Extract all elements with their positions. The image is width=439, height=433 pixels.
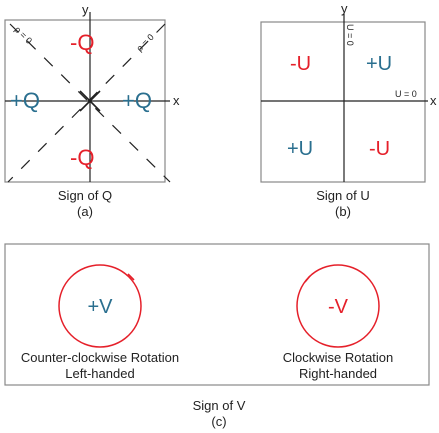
- panel-a-caption: Sign of Q: [58, 188, 112, 203]
- panel-b-frame: [260, 21, 426, 183]
- panel-b-bottom-right-sign: -U: [369, 138, 390, 160]
- left-rotation-value: +V: [87, 296, 113, 318]
- panel-b-y-label: y: [341, 1, 348, 16]
- panel-c-caption: Sign of V: [193, 398, 246, 413]
- panel-b-x-label: x: [430, 93, 437, 108]
- panel-b-sublabel: (b): [335, 204, 351, 219]
- panel-b-bottom-left-sign: +U: [287, 138, 313, 160]
- panel-a-top-sign: -Q: [70, 30, 94, 55]
- panel-c-sublabel: (c): [211, 414, 226, 429]
- panel-b-top-right-sign: +U: [366, 53, 392, 75]
- panel-a-x-label: x: [173, 93, 180, 108]
- panel-a: y x ρ = 0 ρ = 0 -Q -Q +Q +Q Sign of Q (a…: [4, 2, 180, 219]
- panel-c: +V Counter-clockwise Rotation Left-hande…: [4, 243, 430, 429]
- panel-a-center-mark-2: [79, 90, 101, 112]
- panel-b-caption: Sign of U: [316, 188, 369, 203]
- left-rotation-circle: [58, 264, 142, 348]
- panel-c-frame: [4, 243, 430, 386]
- panel-a-rho-left: ρ = 0: [13, 24, 34, 45]
- right-rotation-subtitle: Right-handed: [299, 366, 377, 381]
- panel-b-top-left-sign: -U: [290, 53, 311, 75]
- panel-b: y x U = 0 U = 0 -U +U +U -U Sign of U (b…: [260, 1, 437, 219]
- panel-a-rho-right: ρ = 0: [134, 32, 155, 53]
- right-rotation-title: Clockwise Rotation: [283, 350, 394, 365]
- left-rotation-subtitle: Left-handed: [65, 366, 134, 381]
- right-rotation-arrow-icon: [304, 275, 311, 283]
- panel-b-u0-vertical: U = 0: [345, 24, 355, 46]
- right-rotation-circle: [296, 264, 380, 348]
- left-rotation-title: Counter-clockwise Rotation: [21, 350, 179, 365]
- panel-b-u0-horizontal: U = 0: [395, 89, 417, 99]
- panel-a-right-sign: +Q: [122, 88, 152, 113]
- panel-a-left-sign: +Q: [10, 88, 40, 113]
- panel-a-y-label: y: [82, 2, 89, 17]
- panel-a-bottom-sign: -Q: [70, 145, 94, 170]
- panel-a-sublabel: (a): [77, 204, 93, 219]
- right-rotation-value: -V: [328, 296, 349, 318]
- left-rotation-arrow-icon: [127, 273, 135, 281]
